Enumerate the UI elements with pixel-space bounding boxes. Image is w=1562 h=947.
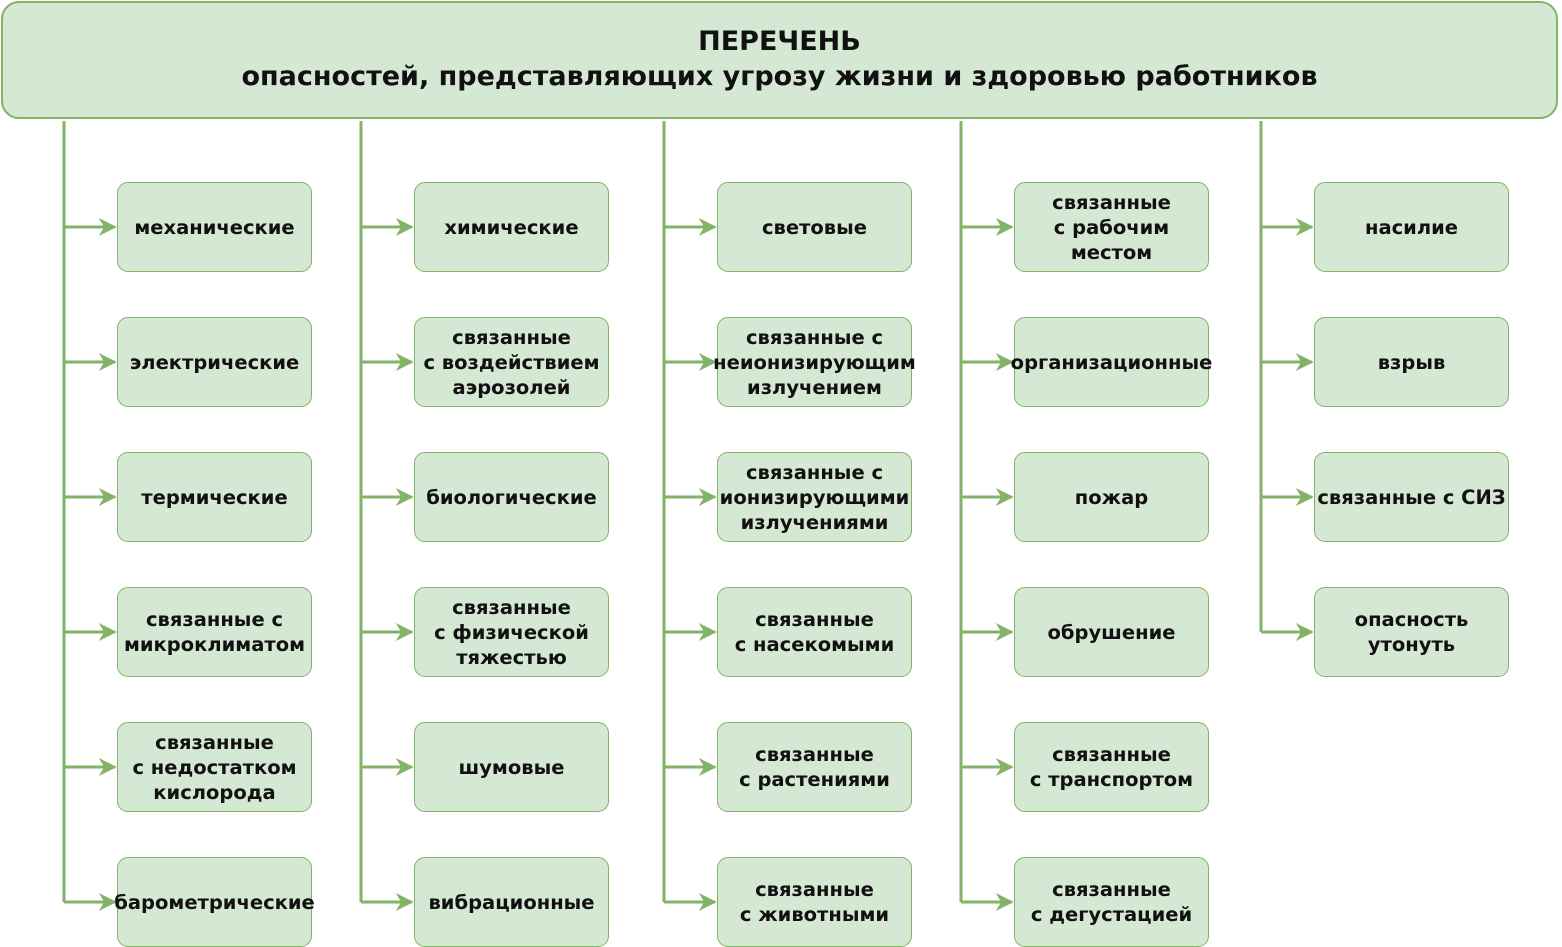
hazard-node: световые (717, 182, 912, 272)
header-title: ПЕРЕЧЕНЬ (698, 26, 861, 57)
hazard-node-label: связанные с растениями (739, 743, 890, 791)
hazard-node: связанные с растениями (717, 722, 912, 812)
hazard-node: связанные с воздействием аэрозолей (414, 317, 609, 407)
hazard-node: шумовые (414, 722, 609, 812)
diagram-header: ПЕРЕЧЕНЬ опасностей, представляющих угро… (1, 1, 1558, 119)
hazard-node-label: организационные (1010, 350, 1213, 374)
hazard-node-label: связанные с физической тяжестью (434, 595, 589, 669)
hazard-node-label: опасность утонуть (1354, 608, 1469, 656)
hazard-node: связанные с ионизирующими излучениями (717, 452, 912, 542)
hazard-node: связанные с насекомыми (717, 587, 912, 677)
hazard-node-label: связанные с животными (739, 878, 890, 926)
hazard-node-label: связанные с воздействием аэрозолей (423, 325, 600, 399)
hazard-node-label: связанные с СИЗ (1317, 485, 1506, 509)
hazard-node-label: шумовые (458, 755, 565, 779)
hazard-node: организационные (1011, 317, 1212, 407)
hazard-node-label: термические (141, 485, 288, 509)
hazard-node-label: электрические (129, 350, 300, 374)
hazard-node: связанные с СИЗ (1314, 452, 1509, 542)
hazard-node-label: связанные с насекомыми (734, 608, 895, 656)
hazard-node-label: связанные с дегустацией (1030, 878, 1193, 926)
hazard-node: связанные с животными (717, 857, 912, 947)
hazard-node: биологические (414, 452, 609, 542)
hazard-node: электрические (117, 317, 312, 407)
hazard-node-label: вибрационные (428, 890, 595, 914)
hazard-node: связанные с рабочим местом (1014, 182, 1209, 272)
hazard-node-label: обрушение (1047, 620, 1176, 644)
hazard-node: химические (414, 182, 609, 272)
hazard-node-label: связанные с микроклиматом (123, 608, 306, 656)
hazard-node: термические (117, 452, 312, 542)
hazard-node: связанные с микроклиматом (117, 587, 312, 677)
hazard-node: барометрические (114, 857, 315, 947)
hazard-node: связанные с дегустацией (1014, 857, 1209, 947)
hazard-node-label: химические (444, 215, 579, 239)
hazard-node-label: насилие (1364, 215, 1459, 239)
header-subtitle: опасностей, представляющих угрозу жизни … (241, 61, 1318, 92)
hazard-node: связанные с недостатком кислорода (117, 722, 312, 812)
hazard-node: связанные с физической тяжестью (414, 587, 609, 677)
hazard-node-label: связанные с ионизирующими излучениями (719, 460, 910, 534)
hazard-node: пожар (1014, 452, 1209, 542)
hazard-node-label: связанные с недостатком кислорода (132, 730, 297, 804)
hazard-node: связанные с транспортом (1014, 722, 1209, 812)
hazard-node-label: связанные с транспортом (1029, 743, 1194, 791)
hazard-node-label: световые (761, 215, 868, 239)
hazard-node: опасность утонуть (1314, 587, 1509, 677)
hazard-node-label: барометрические (114, 890, 315, 914)
hazard-node: обрушение (1014, 587, 1209, 677)
hazard-node: взрыв (1314, 317, 1509, 407)
hazard-node: связанные с неионизирующим излучением (713, 317, 916, 407)
hazard-node-label: пожар (1074, 485, 1149, 509)
hazard-node-label: связанные с неионизирующим излучением (713, 325, 916, 399)
hazard-node: насилие (1314, 182, 1509, 272)
hazard-node-label: биологические (426, 485, 597, 509)
hazard-node-label: механические (134, 215, 295, 239)
hazard-node: механические (117, 182, 312, 272)
hazard-node-label: взрыв (1377, 350, 1446, 374)
hazard-node: вибрационные (414, 857, 609, 947)
hazard-node-label: связанные с рабочим местом (1052, 190, 1171, 264)
